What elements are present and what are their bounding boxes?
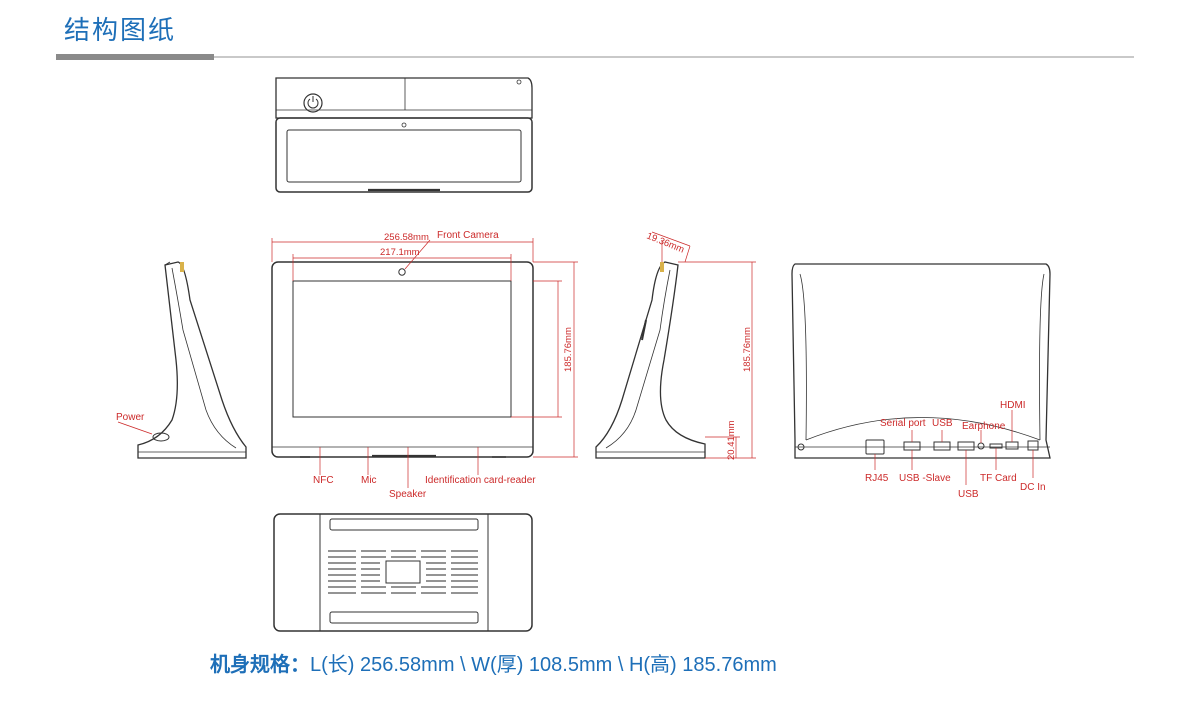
usb-bottom-label: USB	[958, 489, 979, 500]
front-dimension-lines	[271, 238, 578, 488]
usb-slave-port-icon	[903, 441, 921, 451]
width-outer-dim: 256.58mm	[384, 232, 429, 243]
front-camera-label: Front Camera	[437, 230, 499, 241]
spec-value: L(长) 256.58mm \ W(厚) 108.5mm \ H(高) 185.…	[310, 654, 777, 676]
hdmi-port-icon	[1005, 441, 1019, 450]
width-inner-dim: 217.1mm	[380, 247, 420, 258]
hdmi-label: HDMI	[1000, 400, 1026, 411]
nfc-label: NFC	[313, 475, 334, 486]
left-side-view	[137, 261, 247, 459]
side-dimension-lines	[651, 231, 756, 459]
power-button-icon	[303, 93, 323, 113]
height-side-dim: 185.76mm	[742, 327, 753, 372]
dc-in-label: DC In	[1020, 482, 1046, 493]
rj45-label: RJ45	[865, 473, 889, 484]
height-front-dim: 185.76mm	[563, 327, 574, 372]
earphone-jack-icon	[977, 442, 985, 450]
back-callout-lines	[874, 410, 1034, 485]
bottom-view	[273, 513, 533, 632]
usb-port-icon	[933, 441, 951, 451]
front-view	[271, 261, 534, 458]
id-reader-label: Identification card-reader	[425, 475, 536, 486]
mic-label: Mic	[361, 475, 377, 486]
title-underline	[56, 54, 214, 60]
speaker-label: Speaker	[389, 489, 427, 500]
serial-port-label: Serial port	[880, 418, 926, 429]
earphone-label: Earphone	[962, 421, 1006, 432]
page-title: 结构图纸	[64, 16, 177, 46]
usb-port-2-icon	[957, 441, 975, 451]
top-view	[275, 77, 533, 193]
depth-top-dim: 19.36mm	[645, 231, 686, 256]
tf-card-label: TF Card	[980, 473, 1017, 484]
front-camera-icon	[398, 268, 406, 276]
right-side-view	[595, 261, 706, 459]
usb-slave-label: USB -Slave	[899, 473, 951, 484]
dc-in-port-icon	[1027, 440, 1039, 451]
spec-line: 机身规格：L(长) 256.58mm \ W(厚) 108.5mm \ H(高)…	[210, 648, 777, 677]
bottom-vents	[328, 550, 478, 594]
spec-label: 机身规格：	[210, 652, 310, 676]
power-label: Power	[116, 412, 145, 423]
usb-top-label: USB	[932, 418, 953, 429]
base-height-dim: 20.41mm	[726, 420, 737, 460]
back-view	[791, 263, 1051, 459]
title-divider	[214, 56, 1134, 58]
